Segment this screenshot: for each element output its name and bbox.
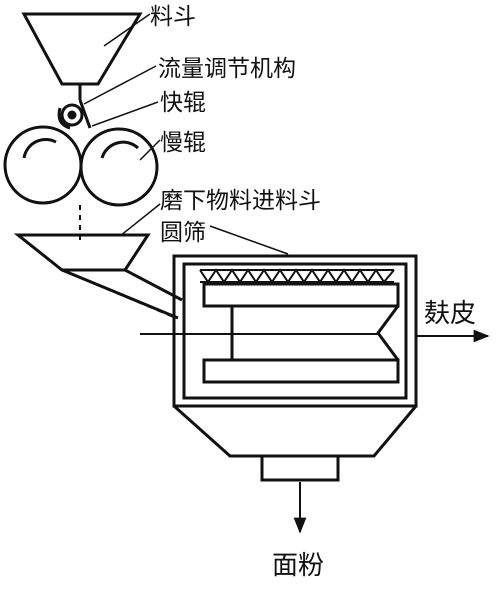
label-feed-hopper: 磨下物料进料斗 xyxy=(160,188,321,214)
label-round-sieve: 圆筛 xyxy=(160,220,206,246)
label-bran: 麸皮 xyxy=(424,299,476,329)
fast-roller xyxy=(3,125,83,205)
sieve-housing xyxy=(172,254,418,408)
label-flour: 面粉 xyxy=(272,551,324,581)
sieve-lattice xyxy=(199,268,395,284)
slow-roller xyxy=(79,127,159,207)
feed-chute-dashes xyxy=(75,275,177,319)
label-flow-control: 流量调节机构 xyxy=(158,56,296,82)
flow-control-mechanism xyxy=(57,99,92,130)
leader-lines xyxy=(83,13,289,255)
feed-hopper xyxy=(13,233,183,320)
top-hopper xyxy=(21,12,143,100)
flour-hopper xyxy=(173,404,418,482)
label-hopper: 料斗 xyxy=(150,4,196,30)
label-slow-roller: 慢辊 xyxy=(160,130,206,156)
label-fast-roller: 快辊 xyxy=(160,90,206,116)
